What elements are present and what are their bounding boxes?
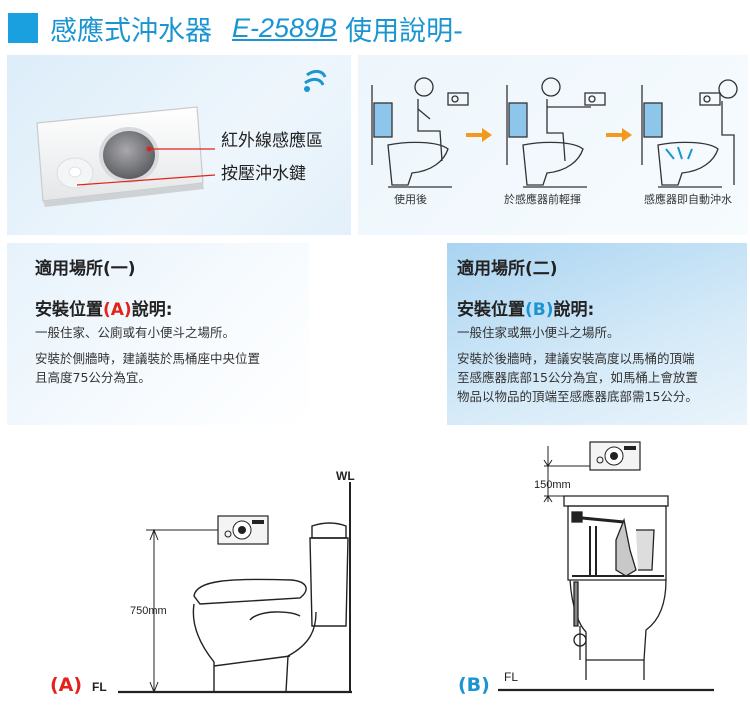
step-2-label: 於感應器前輕揮 (504, 193, 581, 206)
page-header: 感應式沖水器 E-2589B 使用說明- (8, 8, 708, 48)
diagram-b-mark: (B) (458, 674, 490, 696)
wall-label-a: WL (336, 469, 355, 483)
location-1-mark: (A) (103, 300, 132, 320)
usage-steps-panel: 使用後 於感應器前輕揮 感應器即自動沖水 (358, 55, 748, 235)
installation-diagram-a: WL 750mm (A) FL (0, 430, 380, 709)
installation-diagram-b: 150mm (B) FL (440, 430, 750, 709)
location-1-subtitle-post: 說明: (131, 300, 173, 320)
location-2-title: 適用場所(二) (457, 259, 558, 279)
location-2-line-1: 一般住家或無小便斗之場所。 (457, 325, 620, 340)
location-2-mark: (B) (525, 300, 554, 320)
title-prefix: 感應式沖水器 (50, 15, 212, 47)
location-1-title: 適用場所(一) (35, 259, 136, 279)
location-2-line-2: 安裝於後牆時，建議安裝高度以馬桶的頂端 (457, 351, 695, 366)
location-2-subtitle-post: 說明: (553, 300, 595, 320)
floor-label-b: FL (504, 670, 519, 684)
location-1-subtitle-pre: 安裝位置 (35, 300, 103, 320)
title-suffix: 使用說明- (345, 15, 463, 47)
location-2-line-4: 物品以物品的頂端至感應器底部需15公分。 (457, 389, 698, 404)
location-1-subtitle: 安裝位置(A)說明: (35, 295, 173, 320)
usage-location-2-panel: 適用場所(二) 安裝位置(B)說明: 一般住家或無小便斗之場所。 安裝於後牆時，… (447, 243, 747, 425)
step-1-label: 使用後 (394, 193, 427, 206)
diagram-a-drawing (118, 482, 352, 694)
step-3-label: 感應器即自動沖水 (644, 193, 732, 206)
location-2-line-3: 至感應器底部15公分為宜，如馬桶上會放置 (457, 370, 698, 385)
product-panel: 紅外線感應區 按壓沖水鍵 (7, 55, 351, 235)
diagram-b-drawing (498, 441, 714, 692)
usage-steps-illustration (371, 77, 738, 188)
usage-location-1-panel: 適用場所(一) 安裝位置(A)說明: 一般住家、公廁或有小便斗之場所。 安裝於側… (7, 243, 309, 425)
location-1-line-1: 一般住家、公廁或有小便斗之場所。 (35, 325, 236, 340)
location-2-subtitle-pre: 安裝位置 (457, 300, 525, 320)
header-square-icon (8, 13, 38, 43)
location-1-line-2: 安裝於側牆時，建議裝於馬桶座中央位置 (35, 351, 261, 366)
height-label-a: 750mm (130, 605, 167, 617)
model-number: E-2589B (232, 12, 338, 43)
product-illustration (36, 69, 327, 207)
flush-button-label: 按壓沖水鍵 (221, 164, 306, 184)
diagram-a-mark: (A) (50, 674, 83, 696)
height-label-b: 150mm (534, 479, 571, 491)
location-2-subtitle: 安裝位置(B)說明: (457, 295, 594, 320)
floor-label-a: FL (92, 680, 107, 694)
location-1-line-3: 且高度75公分為宜。 (35, 370, 151, 385)
infrared-zone-label: 紅外線感應區 (221, 131, 323, 151)
